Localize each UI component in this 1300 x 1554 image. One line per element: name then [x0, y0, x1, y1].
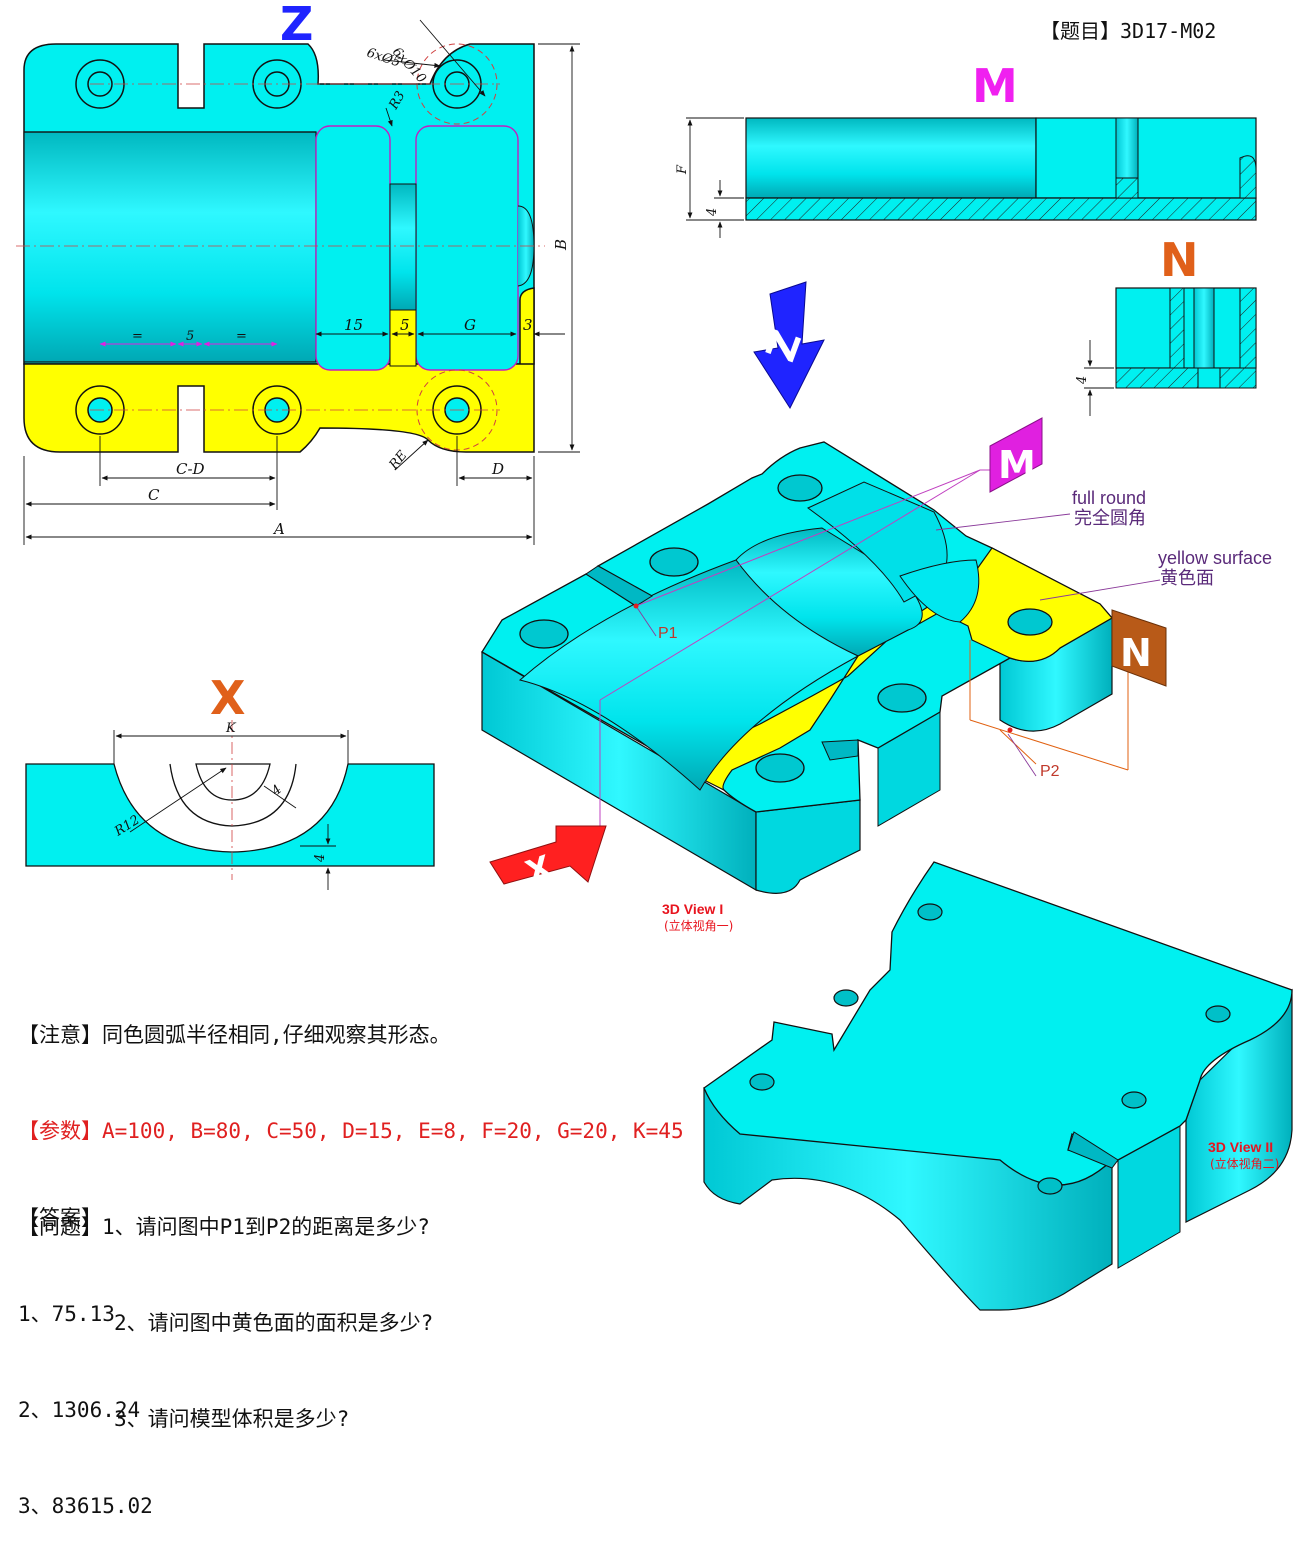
dim-15: 15	[344, 316, 363, 334]
question-1: 1、请问图中P1到P2的距离是多少?	[102, 1215, 430, 1239]
answers-title: 【答案】	[18, 1206, 102, 1230]
dim-g: G	[464, 316, 476, 334]
dim-b: B	[552, 239, 570, 251]
note-text: 同色圆弧半径相同,仔细观察其形态。	[102, 1023, 451, 1047]
section-view-m: M F 4	[675, 59, 1257, 238]
n-flag-letter: N	[1120, 631, 1152, 675]
dim-5-center: 5	[186, 329, 194, 344]
view1-title: 3D View I	[662, 901, 723, 917]
full-round-label-cn: 完全圆角	[1074, 508, 1146, 528]
dim-4-n: 4	[1075, 376, 1090, 385]
answer-1: 1、75.13	[18, 1302, 115, 1326]
answer-3: 3、83615.02	[18, 1494, 153, 1518]
param-line: 【参数】A=100, B=80, C=50, D=15, E=8, F=20, …	[18, 1115, 684, 1147]
dim-c-minus-d: C-D	[176, 460, 205, 478]
view-label-n: N	[1160, 233, 1199, 287]
iso-view-two: 3D View II (立体视角二)	[703, 861, 1293, 1311]
answers-block: 【答案】 1、75.13 2、1306.24 3、83615.02	[18, 1138, 153, 1554]
technical-drawing: Z 6xØ10 6xØ5 R3 B A C C-D D RE 15 5 G 3 …	[16, 0, 1293, 1311]
dim-4-m: 4	[705, 208, 720, 217]
view2-title: 3D View II	[1208, 1139, 1273, 1155]
top-view-cylinder	[23, 131, 317, 363]
x-direction-arrow	[489, 825, 607, 885]
point-label-p1: P1	[658, 625, 678, 642]
dim-a: A	[272, 520, 285, 538]
param-tag: 【参数】	[18, 1119, 102, 1143]
dim-re: RE	[386, 448, 411, 474]
view2-subtitle: (立体视角二)	[1210, 1156, 1279, 1171]
problem-title: 【题目】3D17-M02	[1040, 19, 1216, 43]
yellow-surface-label-cn: 黄色面	[1160, 568, 1214, 588]
view-label-z: Z	[280, 0, 313, 51]
dim-d: D	[491, 460, 504, 478]
dim-3: 3	[523, 316, 533, 334]
view1-subtitle: (立体视角一)	[664, 918, 733, 933]
top-view-body-yellow	[23, 287, 535, 453]
yellow-surface-label-en: yellow surface	[1158, 548, 1272, 568]
question-2: 2、请问图中黄色面的面积是多少?	[114, 1311, 434, 1335]
dim-4-x-arc: 4	[268, 782, 285, 799]
dim-4-x: 4	[313, 854, 328, 863]
param-text: A=100, B=80, C=50, D=15, E=8, F=20, G=20…	[102, 1119, 684, 1143]
m-flag-letter: M	[998, 443, 1036, 487]
section-view-x: X K R12 4 4	[25, 671, 435, 890]
point-label-p2: P2	[1040, 763, 1060, 780]
iso-view-one: Z	[481, 281, 1272, 933]
full-round-label-en: full round	[1072, 488, 1146, 508]
dim-5: 5	[400, 316, 410, 334]
question-line-1: 【问题】1、请问图中P1到P2的距离是多少?	[18, 1211, 684, 1243]
dim-k: K	[225, 721, 237, 736]
dim-f: F	[675, 164, 690, 175]
dim-c: C	[148, 486, 160, 504]
note-line: 【注意】同色圆弧半径相同,仔细观察其形态。	[18, 1019, 684, 1051]
note-tag: 【注意】	[18, 1023, 102, 1047]
view-label-x: X	[210, 671, 245, 725]
dim-eq-right: =	[236, 329, 247, 344]
top-view-z: Z 6xØ10 6xØ5 R3 B A C C-D D RE 15 5 G 3 …	[16, 0, 580, 545]
view-label-m: M	[972, 59, 1018, 113]
question-tag: 【问题】	[18, 1215, 102, 1239]
z-direction-arrow	[753, 281, 825, 410]
section-view-n: N 4	[1075, 233, 1257, 416]
answer-2: 2、1306.24	[18, 1398, 141, 1422]
dim-eq-left: =	[132, 329, 143, 344]
